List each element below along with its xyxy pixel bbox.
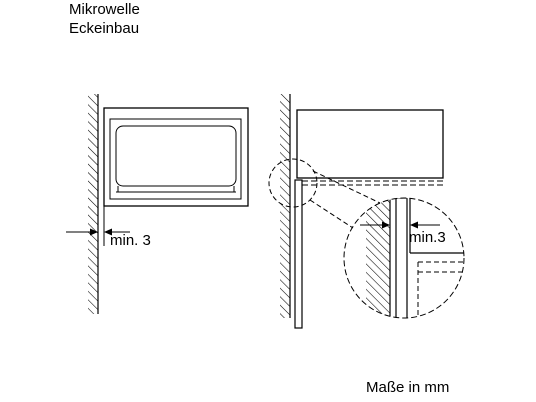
units-note: Maße in mm: [366, 379, 450, 396]
title-block: Mikrowelle Eckeinbau: [69, 0, 140, 38]
detail-callout-small: [268, 158, 318, 208]
left-view: min. 3: [66, 94, 249, 314]
title-line-1: Mikrowelle: [69, 1, 140, 18]
detail-min-label: min.3: [409, 229, 446, 246]
left-wall-hatch: [88, 94, 98, 314]
title-line-2: Eckeinbau: [69, 20, 140, 37]
detail-connector-lower: [309, 199, 354, 229]
microwave-frame: [103, 107, 249, 207]
left-min-label: min. 3: [110, 232, 151, 249]
microwave-side: [296, 109, 444, 179]
right-view: min.3: [268, 94, 465, 329]
right-wall-hatch: [280, 94, 290, 318]
microwave-inner-frame: [109, 118, 242, 200]
microwave-window: [115, 125, 237, 187]
cabinet-side-panel: [294, 179, 303, 329]
detail-content: [366, 198, 464, 318]
detail-connector-upper: [312, 170, 381, 204]
detail-callout-large: [343, 197, 465, 319]
